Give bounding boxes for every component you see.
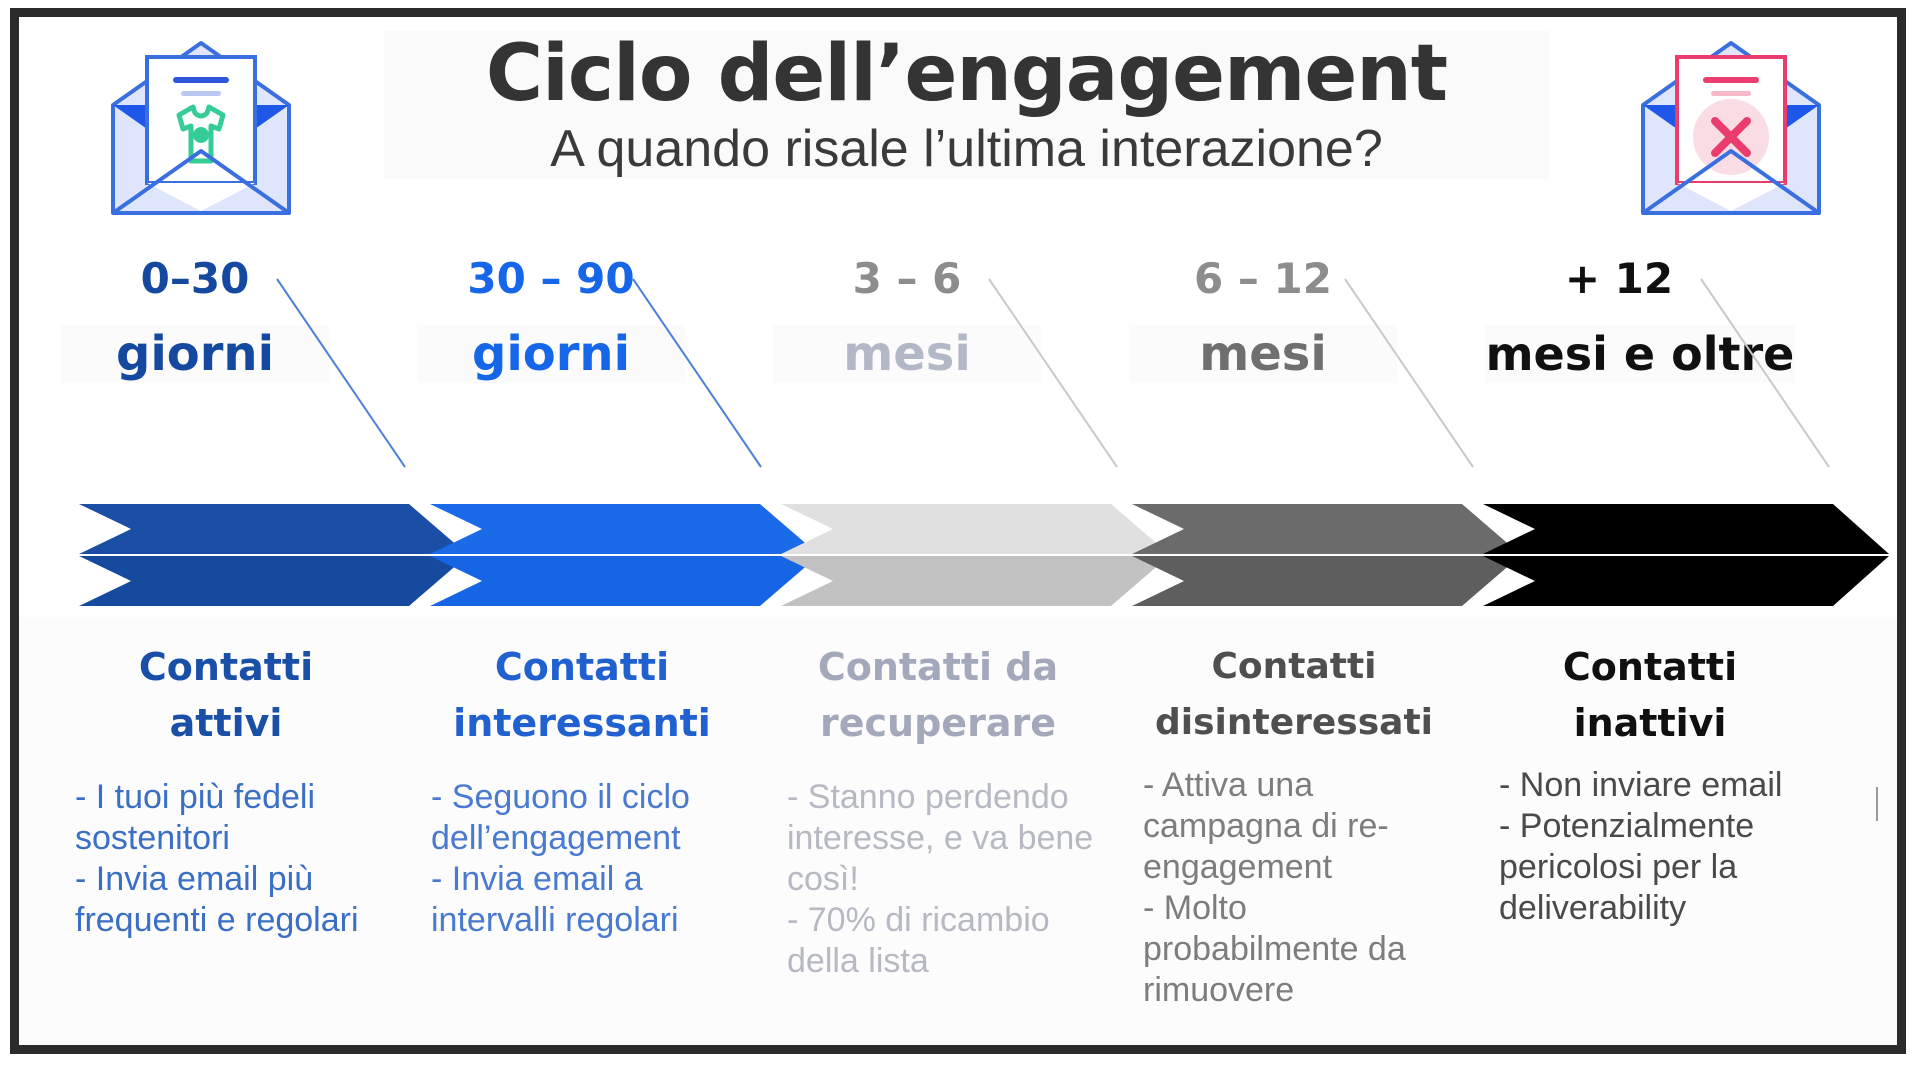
page-subtitle: A quando risale l’ultima interazione? <box>550 120 1383 178</box>
stage-arrow-2 <box>430 504 820 606</box>
stage-range-unit-3: mesi <box>773 325 1041 383</box>
stage-range-number-3: 3 – 6 <box>852 254 962 303</box>
stage-column-1: 0–30 giorni <box>61 247 406 487</box>
stage-body-4: - Attiva una campagna di re-engagement -… <box>1143 766 1406 1009</box>
stage-column-2: 30 – 90 giorni <box>417 247 762 487</box>
stage-heading-1: Contatti attivi <box>138 645 314 745</box>
stage-range-2: 30 – 90 giorni <box>417 247 762 487</box>
stage-range-3: 3 – 6 mesi <box>773 247 1118 487</box>
leader-line-2 <box>627 275 767 470</box>
stage-column-5: + 12 mesi e oltre <box>1485 247 1830 487</box>
edge-tick-mark <box>1876 787 1878 821</box>
stage-heading-2: Contatti interessanti <box>453 645 711 745</box>
stage-range-unit-2: giorni <box>417 325 685 383</box>
stage-heading-3: Contatti da recuperare <box>817 645 1059 745</box>
infographic-frame: Ciclo dell’engagement A quando risale l’… <box>10 8 1906 1054</box>
stage-columns: 0–30 giorni 30 – 90 giorni 3 – 6 mesi <box>19 247 1897 1045</box>
leader-line-1 <box>271 275 411 470</box>
stage-range-unit-5: mesi e oltre <box>1485 325 1795 383</box>
stage-body-5: - Non inviare email - Potenzialmente per… <box>1499 766 1783 927</box>
header: Ciclo dell’engagement A quando risale l’… <box>19 17 1897 247</box>
stage-range-number-2: 30 – 90 <box>467 254 635 303</box>
stage-body-3: - Stanno perdendo interesse, e va bene c… <box>787 778 1094 980</box>
stage-arrow-3 <box>781 504 1171 606</box>
engagement-arrow-band <box>79 504 1891 606</box>
stage-heading-5: Contatti inattivi <box>1562 645 1738 745</box>
stage-range-number-1: 0–30 <box>140 254 250 303</box>
open-envelope-error-icon <box>1631 35 1831 220</box>
leader-line-3 <box>983 275 1123 470</box>
open-envelope-tshirt-icon <box>101 35 301 220</box>
stage-descriptions: Contatti attivi - I tuoi più fedeli sost… <box>19 617 1897 1045</box>
stage-arrow-1 <box>79 504 469 606</box>
stage-body-2: - Seguono il ciclo dell’engagement - Inv… <box>431 778 690 939</box>
stage-heading-4: Contatti disinteressati <box>1155 646 1433 743</box>
leader-line-5 <box>1695 275 1835 470</box>
stage-range-1: 0–30 giorni <box>61 247 406 487</box>
title-block: Ciclo dell’engagement A quando risale l’… <box>384 31 1549 179</box>
stage-range-5: + 12 mesi e oltre <box>1485 247 1830 487</box>
stage-arrow-4 <box>1132 504 1522 606</box>
page-title: Ciclo dell’engagement <box>485 29 1448 119</box>
stage-range-number-4: 6 – 12 <box>1194 254 1332 303</box>
stage-range-number-5: + 12 <box>1564 254 1674 303</box>
stage-arrow-5 <box>1483 504 1891 606</box>
stage-column-4: 6 – 12 mesi <box>1129 247 1474 487</box>
stage-range-unit-1: giorni <box>61 325 329 383</box>
stage-column-3: 3 – 6 mesi <box>773 247 1118 487</box>
stage-body-1: - I tuoi più fedeli sostenitori - Invia … <box>75 778 359 939</box>
leader-line-4 <box>1339 275 1479 470</box>
stage-range-unit-4: mesi <box>1129 325 1397 383</box>
stage-range-4: 6 – 12 mesi <box>1129 247 1474 487</box>
